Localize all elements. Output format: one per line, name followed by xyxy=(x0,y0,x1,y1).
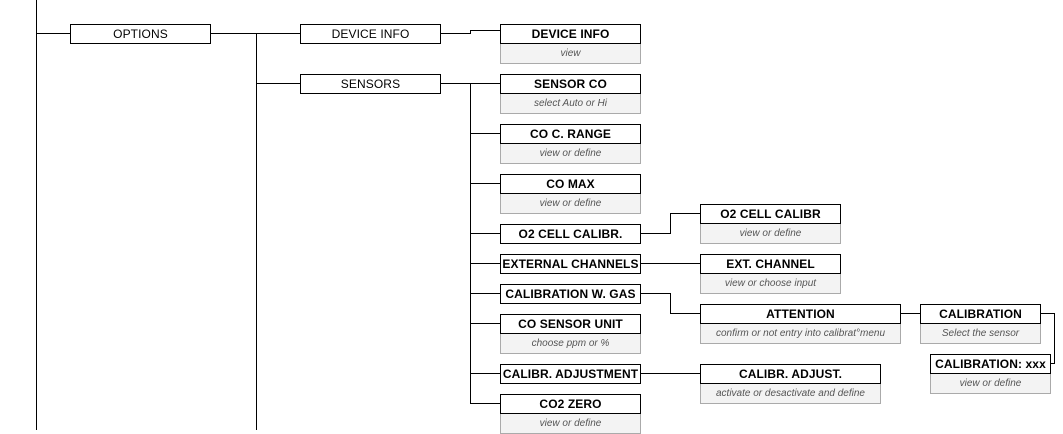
node-description: view or define xyxy=(930,374,1051,394)
node-sensor-co[interactable]: SENSOR CO select Auto or Hi xyxy=(500,74,641,114)
node-label: CO2 ZERO xyxy=(500,394,641,414)
node-description: view or define xyxy=(500,194,641,214)
node-label: SENSORS xyxy=(300,74,441,94)
node-label: DEVICE INFO xyxy=(500,24,641,44)
node-description: view xyxy=(500,44,641,64)
node-description: choose ppm or % xyxy=(500,334,641,354)
node-options[interactable]: OPTIONS xyxy=(70,24,211,44)
node-label: CALIBRATION: xxx xyxy=(930,354,1051,374)
node-co2-zero[interactable]: CO2 ZERO view or define xyxy=(500,394,641,434)
node-description: Select the sensor xyxy=(920,324,1041,344)
node-calibration-w-gas[interactable]: CALIBRATION W. GAS xyxy=(500,284,641,304)
node-label: CALIBRATION xyxy=(920,304,1041,324)
node-calibr-adjust[interactable]: CALIBR. ADJUST. activate or desactivate … xyxy=(700,364,881,404)
node-co-sensor-unit[interactable]: CO SENSOR UNIT choose ppm or % xyxy=(500,314,641,354)
node-ext-channel[interactable]: EXT. CHANNEL view or choose input xyxy=(700,254,841,294)
node-co-c-range[interactable]: CO C. RANGE view or define xyxy=(500,124,641,164)
node-label: SENSOR CO xyxy=(500,74,641,94)
node-label: OPTIONS xyxy=(70,24,211,44)
node-description: activate or desactivate and define xyxy=(700,384,881,404)
node-label: DEVICE INFO xyxy=(300,24,441,44)
node-device-info[interactable]: DEVICE INFO xyxy=(300,24,441,44)
node-attention[interactable]: ATTENTION confirm or not entry into cali… xyxy=(700,304,901,344)
node-co-max[interactable]: CO MAX view or define xyxy=(500,174,641,214)
node-label: O2 CELL CALIBR. xyxy=(500,224,641,244)
node-label: CO SENSOR UNIT xyxy=(500,314,641,334)
node-description: view or define xyxy=(500,144,641,164)
node-label: CO MAX xyxy=(500,174,641,194)
node-description: select Auto or Hi xyxy=(500,94,641,114)
node-sensors[interactable]: SENSORS xyxy=(300,74,441,94)
node-o2-cell-calibr[interactable]: O2 CELL CALIBR. xyxy=(500,224,641,244)
node-label: CO C. RANGE xyxy=(500,124,641,144)
node-label: EXT. CHANNEL xyxy=(700,254,841,274)
node-calibration[interactable]: CALIBRATION Select the sensor xyxy=(920,304,1041,344)
node-label: CALIBRATION W. GAS xyxy=(500,284,641,304)
node-device-info-item[interactable]: DEVICE INFO view xyxy=(500,24,641,64)
node-o2-cell-calibr-item[interactable]: O2 CELL CALIBR view or define xyxy=(700,204,841,244)
node-label: EXTERNAL CHANNELS xyxy=(500,254,641,274)
node-label: ATTENTION xyxy=(700,304,901,324)
node-description: view or define xyxy=(500,414,641,434)
node-description: confirm or not entry into calibrat°menu xyxy=(700,324,901,344)
node-description: view or define xyxy=(700,224,841,244)
node-calibration-xxx[interactable]: CALIBRATION: xxx view or define xyxy=(930,354,1051,394)
node-description: view or choose input xyxy=(700,274,841,294)
node-label: CALIBR. ADJUST. xyxy=(700,364,881,384)
node-label: O2 CELL CALIBR xyxy=(700,204,841,224)
node-label: CALIBR. ADJUSTMENT xyxy=(500,364,641,384)
node-calibr-adjustment[interactable]: CALIBR. ADJUSTMENT xyxy=(500,364,641,384)
node-external-channels[interactable]: EXTERNAL CHANNELS xyxy=(500,254,641,274)
